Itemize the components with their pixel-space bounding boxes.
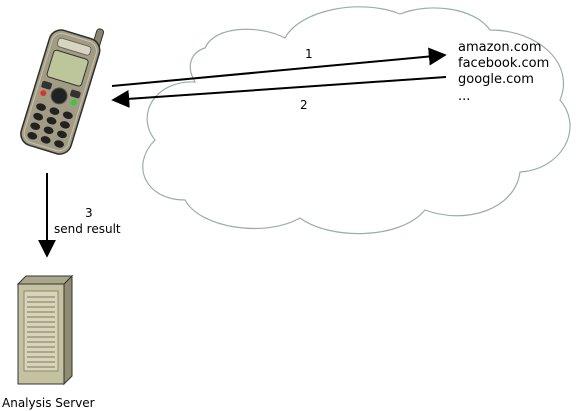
- send-result-label: send result: [54, 222, 121, 236]
- website-list: amazon.com facebook.com google.com ...: [458, 40, 549, 104]
- site-item: ...: [458, 89, 470, 104]
- response-arrow: [111, 76, 447, 108]
- request-arrow: [111, 47, 447, 87]
- site-item: facebook.com: [458, 56, 549, 71]
- site-item: amazon.com: [458, 40, 542, 55]
- mobile-phone-icon: [20, 28, 105, 155]
- internet-cloud: [142, 6, 571, 235]
- request-arrow-label: 1: [305, 47, 313, 61]
- response-arrow-label: 2: [300, 98, 308, 112]
- send-result-number: 3: [85, 206, 93, 220]
- site-item: google.com: [458, 72, 534, 87]
- analysis-server-label: Analysis Server: [2, 396, 95, 410]
- analysis-server-icon: [16, 274, 74, 386]
